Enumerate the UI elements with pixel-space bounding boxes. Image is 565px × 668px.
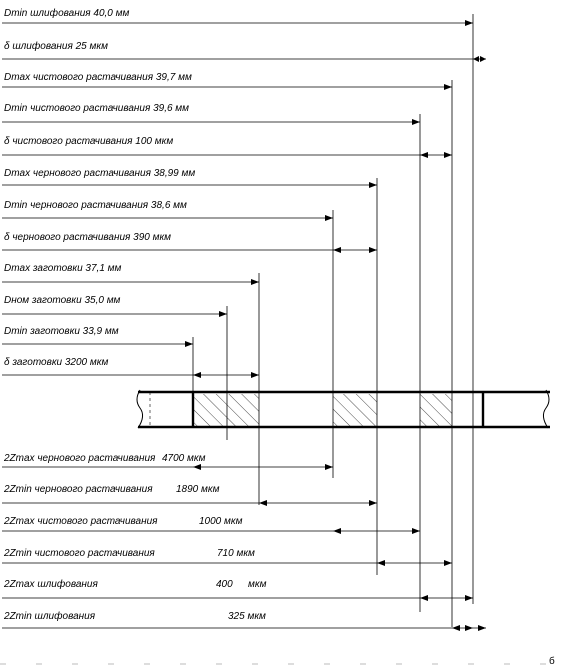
arrow-head xyxy=(412,119,420,125)
arrow-head xyxy=(193,372,201,378)
arrow-head xyxy=(420,152,428,158)
arrow-head xyxy=(377,560,385,566)
arrow-head xyxy=(325,464,333,470)
arrow-head xyxy=(478,625,486,631)
hatched-zone xyxy=(333,394,377,426)
arrow-head xyxy=(444,84,452,90)
arrow-head xyxy=(259,500,267,506)
hatched-zone xyxy=(420,394,452,426)
break-line-right xyxy=(542,389,550,429)
arrow-head xyxy=(473,56,479,62)
part-section xyxy=(136,389,550,429)
arrow-head xyxy=(333,247,341,253)
arrow-head xyxy=(193,464,201,470)
arrow-head xyxy=(444,560,452,566)
arrow-head xyxy=(333,528,341,534)
arrow-head xyxy=(465,595,473,601)
arrow-head xyxy=(185,341,193,347)
dimension-lines xyxy=(0,20,565,665)
arrow-head xyxy=(369,247,377,253)
arrow-head xyxy=(412,528,420,534)
hatched-zone xyxy=(193,394,259,426)
arrow-head xyxy=(480,56,486,62)
arrow-head xyxy=(452,625,460,631)
extension-lines xyxy=(192,14,474,627)
arrow-head xyxy=(325,215,333,221)
arrow-head xyxy=(420,595,428,601)
arrow-head xyxy=(444,152,452,158)
arrow-head xyxy=(465,625,473,631)
break-line-left xyxy=(136,389,144,429)
hatched-areas xyxy=(193,394,452,426)
arrow-head xyxy=(251,279,259,285)
arrow-head xyxy=(369,182,377,188)
arrow-head xyxy=(251,372,259,378)
arrow-head xyxy=(219,311,227,317)
arrow-head xyxy=(465,20,473,26)
arrow-head xyxy=(369,500,377,506)
